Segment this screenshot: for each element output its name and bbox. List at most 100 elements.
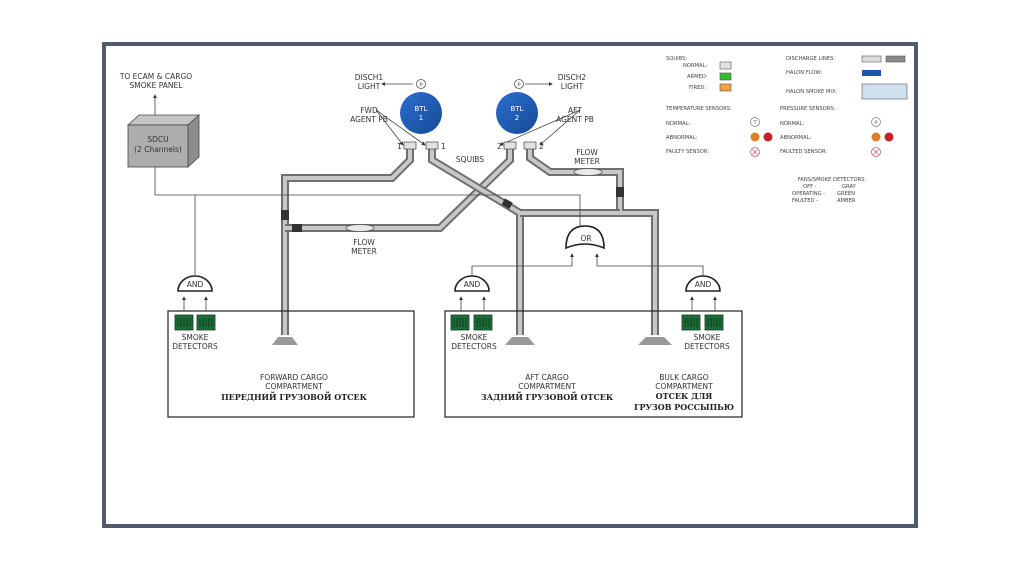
temp-sensor-abnormal-amber-icon xyxy=(750,132,760,142)
legend-temperature-title: TEMPERATURE SENSORS: xyxy=(665,106,732,112)
disch2-light-label: LIGHT xyxy=(561,82,584,91)
check-valve-icon xyxy=(616,187,624,197)
pressure-sensor-normal-icon xyxy=(871,117,881,127)
svg-text:FIRED:: FIRED: xyxy=(689,85,706,91)
check-valve-icon xyxy=(501,198,513,209)
svg-text:ЗАДНИЙ ГРУЗОВОЙ ОТСЕК: ЗАДНИЙ ГРУЗОВОЙ ОТСЕК xyxy=(481,392,614,402)
fwd-agent-pb-label: AGENT PB xyxy=(350,115,388,124)
disch1-light-label: LIGHT xyxy=(358,82,381,91)
check-valve-icon xyxy=(292,224,302,232)
sdcu-title: SDCU xyxy=(147,135,168,144)
legend-swatch-squib-normal xyxy=(719,61,732,70)
svg-text:FAULTY SENSOR:: FAULTY SENSOR: xyxy=(666,149,709,155)
svg-text:AND: AND xyxy=(695,280,712,289)
svg-text:AND: AND xyxy=(464,280,481,289)
legend-swatch-discharge-light xyxy=(861,55,882,63)
flow-meter-aft xyxy=(573,168,603,176)
legend-swatch-squib-fired xyxy=(719,83,732,92)
svg-text:ПЕРЕДНИЙ ГРУЗОВОЙ ОТСЕК: ПЕРЕДНИЙ ГРУЗОВОЙ ОТСЕК xyxy=(221,392,368,402)
legend-pressure-title: PRESSURE SENSORS: xyxy=(780,106,836,112)
svg-text:ABNORMAL:: ABNORMAL: xyxy=(780,135,812,141)
squib-number: 2 xyxy=(539,142,544,151)
svg-text:COMPARTMENT: COMPARTMENT xyxy=(518,382,576,391)
svg-text:OPERATING -: OPERATING - xyxy=(792,191,825,197)
svg-text:GREEN: GREEN xyxy=(837,191,855,197)
sdcu-subtitle: (2 Channels) xyxy=(134,145,182,154)
svg-text:FAULTED SENSOR:: FAULTED SENSOR: xyxy=(780,149,827,155)
aft-agent-pb-label: AGENT PB xyxy=(556,115,594,124)
squib-icon xyxy=(425,141,439,150)
svg-text:BTL: BTL xyxy=(415,105,428,113)
legend-fans-title: FANS/SMOKE DETECTORS: xyxy=(798,177,867,183)
svg-text:ГРУЗОВ РОССЫПЬЮ: ГРУЗОВ РОССЫПЬЮ xyxy=(634,402,734,412)
to-ecam-label: TO ECAM & CARGO xyxy=(119,72,192,81)
nozzles xyxy=(272,337,672,345)
squib-icon xyxy=(523,141,537,150)
flow-meter-fwd-label: METER xyxy=(351,247,377,256)
squib-icon xyxy=(503,141,517,150)
legend-discharge-lines: DISCHARGE LINES: xyxy=(786,56,835,62)
and-gate-bulk: AND xyxy=(685,275,721,292)
and-gate-aft: AND xyxy=(454,275,490,292)
flow-meter-fwd xyxy=(345,224,375,232)
svg-text:OR: OR xyxy=(580,234,591,243)
svg-text:P: P xyxy=(874,120,878,126)
svg-text:COMPARTMENT: COMPARTMENT xyxy=(265,382,323,391)
legend-swatch-halon-flow xyxy=(862,70,881,76)
discharge-lines xyxy=(281,148,659,335)
squib-number: 2 xyxy=(497,142,502,151)
squibs-label: SQUIBS xyxy=(456,155,484,164)
flow-meter-fwd-label: FLOW xyxy=(353,238,375,247)
svg-text:AND: AND xyxy=(187,280,204,289)
squib-number: 1 xyxy=(441,142,446,151)
bottle-1-icon xyxy=(400,92,442,134)
pressure-sensor-icon xyxy=(514,79,524,89)
legend-swatch-halon-smoke-mix xyxy=(861,83,908,100)
svg-text:1: 1 xyxy=(419,114,423,122)
svg-text:FORWARD CARGO: FORWARD CARGO xyxy=(260,373,328,382)
squib-number: 1 xyxy=(397,142,402,151)
svg-text:P: P xyxy=(419,83,423,89)
bottle-2-icon xyxy=(496,92,538,134)
svg-text:2: 2 xyxy=(515,114,519,122)
smoke-detectors-label: SMOKE xyxy=(694,333,721,342)
svg-text:ОТСЕК ДЛЯ: ОТСЕК ДЛЯ xyxy=(656,391,713,401)
legend-swatch-squib-armed xyxy=(719,72,732,81)
flow-meters xyxy=(281,168,624,232)
pressure-sensor-abnormal-red-icon xyxy=(884,132,894,142)
check-valve-icon xyxy=(281,210,289,220)
fwd-agent-pb-label: FWD xyxy=(360,106,378,115)
svg-text:FAULTED -: FAULTED - xyxy=(792,198,818,204)
legend-halon-flow: HALON FLOW: xyxy=(786,70,822,76)
forward-cargo-compartment: FORWARD CARGO COMPARTMENT ПЕРЕДНИЙ ГРУЗО… xyxy=(167,310,415,418)
smoke-detectors-label: DETECTORS xyxy=(684,342,730,351)
svg-text:BULK CARGO: BULK CARGO xyxy=(659,373,709,382)
disch1-light-label: DISCH1 xyxy=(355,73,384,82)
legend-squibs-title: SQUIBS: xyxy=(666,56,687,62)
svg-text:T: T xyxy=(752,120,757,126)
aft-agent-pb-label: AFT xyxy=(568,106,582,115)
svg-text:P: P xyxy=(517,83,521,89)
pressure-sensor-abnormal-amber-icon xyxy=(871,132,881,142)
svg-text:AMBER: AMBER xyxy=(837,198,856,204)
smoke-detectors-label: DETECTORS xyxy=(451,342,497,351)
or-gate: OR xyxy=(565,225,605,250)
svg-text:NORMAL:: NORMAL: xyxy=(666,121,690,127)
svg-text:BTL: BTL xyxy=(511,105,524,113)
squib-icon xyxy=(403,141,417,150)
and-gate-fwd: AND xyxy=(177,275,213,292)
legend-swatch-discharge-dark xyxy=(885,55,906,63)
smoke-detectors-label: SMOKE xyxy=(461,333,488,342)
svg-text:NORMAL:: NORMAL: xyxy=(780,121,804,127)
signal-wires xyxy=(153,82,717,311)
smoke-detectors xyxy=(174,314,724,331)
legend-halon-smoke-mix: HALON SMOKE MIX: xyxy=(786,89,838,95)
to-ecam-label: SMOKE PANEL xyxy=(130,81,184,90)
svg-text:ARMED:: ARMED: xyxy=(687,74,708,80)
nozzle-aft xyxy=(505,337,535,345)
flow-meter-aft-label: FLOW xyxy=(576,148,598,157)
legend: SQUIBS: NORMAL: ARMED: FIRED: DISCHARGE … xyxy=(665,55,908,204)
svg-text:GRAY: GRAY xyxy=(842,184,857,190)
smoke-detectors-label: SMOKE xyxy=(182,333,209,342)
pressure-sensor-icon xyxy=(416,79,426,89)
